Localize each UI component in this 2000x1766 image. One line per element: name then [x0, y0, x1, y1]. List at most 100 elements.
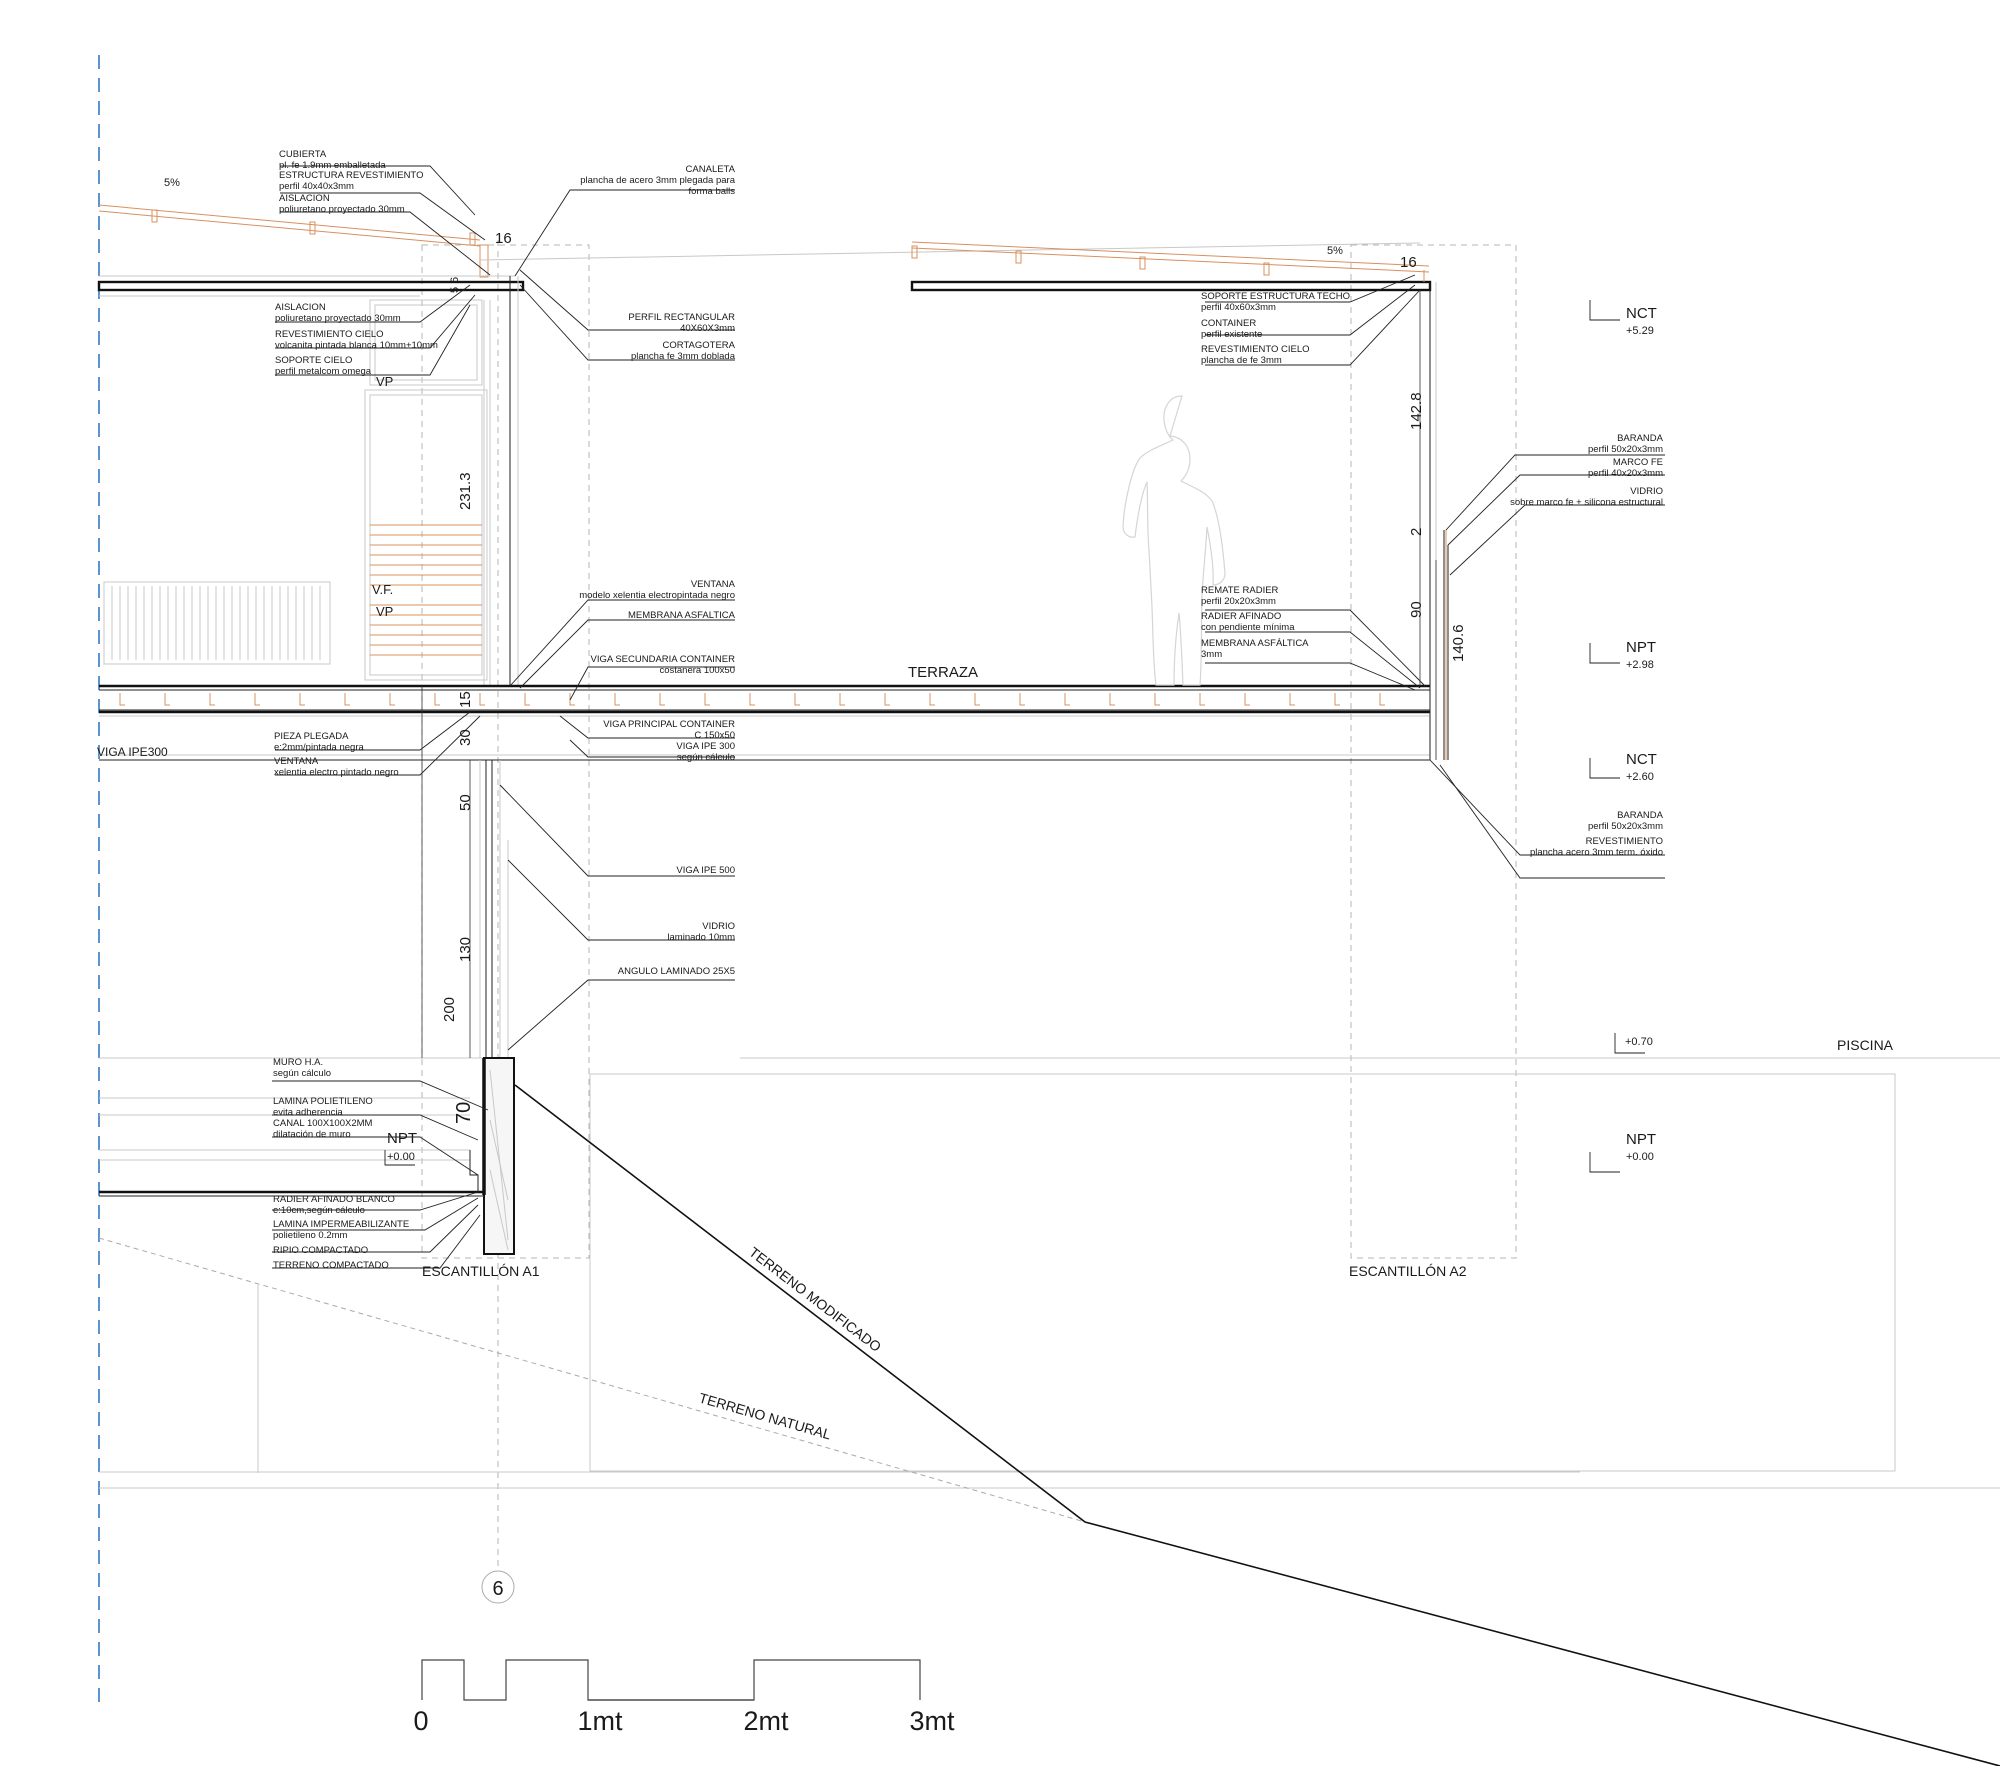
membrana-asfaltica-mid: MEMBRANA ASFALTICA: [628, 610, 736, 621]
perfil-rectangular-desc: 40X60X3mm: [680, 323, 735, 334]
escantillon-a2-frame: [1350, 244, 1517, 1259]
npt-left-value: +0.00: [387, 1151, 415, 1163]
container-title: CONTAINER: [1201, 318, 1256, 329]
baranda-bottom-title: BARANDA: [1617, 810, 1664, 821]
npt-right-name: NPT: [1626, 1131, 1656, 1148]
membrana-asfaltica-right-title: MEMBRANA ASFÁLTICA: [1201, 638, 1309, 649]
soporte-estructura-techo-title: SOPORTE ESTRUCTURA TECHO: [1201, 291, 1350, 302]
aislacion-top-desc: poliuretano proyectado 30mm: [279, 204, 405, 215]
lamina-impermeabilizante-title: LAMINA IMPERMEABILIZANTE: [273, 1219, 409, 1230]
cortagotera-title: CORTAGOTERA: [663, 340, 736, 351]
perfil-rectangular-title: PERFIL RECTANGULAR: [628, 312, 735, 323]
lamina-impermeabilizante-desc: polietileno 0.2mm: [273, 1230, 348, 1241]
pool-outline: [589, 1073, 1896, 1472]
pieza-plegada-title: PIEZA PLEGADA: [274, 731, 349, 742]
npt-left-name: NPT: [387, 1130, 417, 1147]
human-silhouette: [1122, 395, 1226, 686]
revestimiento-cielo-right-desc: plancha de fe 3mm: [1201, 355, 1282, 366]
escantillon-a1-label: ESCANTILLÓN A1: [422, 1263, 540, 1279]
muro-ha-title: MURO H.A.: [273, 1057, 323, 1068]
baranda-top-desc: perfil 50x20x3mm: [1588, 444, 1663, 455]
ripio-label: RIPIO COMPACTADO: [273, 1245, 368, 1256]
ventana-mid-desc: modelo xelentia electropintada negro: [579, 590, 735, 601]
dim-142-8: 142.8: [1408, 392, 1425, 430]
ventana-mid-title: VENTANA: [691, 579, 736, 590]
canaleta-desc-2: forma balls: [689, 186, 736, 197]
dim-200: 200: [441, 997, 458, 1022]
vidrio-right-desc: sobre marco fe + silicona estructural: [1510, 497, 1663, 508]
pieza-plegada-desc: e:2mm/pintada negra: [274, 742, 364, 753]
canaleta-title: CANALETA: [686, 164, 736, 175]
npt-mid-name: NPT: [1626, 639, 1656, 656]
cortagotera-desc: plancha fe 3mm doblada: [631, 351, 736, 362]
dimension-lines: [421, 290, 1437, 1058]
axis-6-label: 6: [492, 1578, 503, 1600]
viga-ipe300-b-desc: según cálculo: [677, 752, 735, 763]
dim-30: 30: [457, 729, 474, 746]
terreno-modificado-line: [514, 1084, 2000, 1766]
revestimiento-cielo-right-title: REVESTIMIENTO CIELO: [1201, 344, 1310, 355]
dim-6: 6: [449, 277, 461, 283]
dim-140-6: 140.6: [1450, 624, 1467, 662]
dim-70: 70: [453, 1102, 475, 1124]
nct-mid-name: NCT: [1626, 751, 1657, 768]
canaleta-desc-1: plancha de acero 3mm plegada para: [580, 175, 735, 186]
roof-right: [910, 241, 1432, 292]
canal-title: CANAL 100X100X2MM: [273, 1118, 373, 1129]
baranda-bottom-desc: perfil 50x20x3mm: [1588, 821, 1663, 832]
dim-231-3: 231.3: [457, 472, 474, 510]
soporte-cielo-title: SOPORTE CIELO: [275, 355, 352, 366]
aislacion-top-title: AISLACION: [279, 193, 330, 204]
viga-ipe500-label: VIGA IPE 500: [676, 865, 735, 876]
dim-130: 130: [457, 937, 474, 962]
radier-afinado-right-title: RADIER AFINADO: [1201, 611, 1281, 622]
estructura-revestimiento-desc: perfil 40x40x3mm: [279, 181, 354, 192]
radiator: [103, 581, 331, 665]
vp-top: VP: [376, 374, 393, 389]
revestimiento-cielo-left-title: REVESTIMIENTO CIELO: [275, 329, 384, 340]
ground-floor-slab: [99, 1097, 484, 1197]
cubierta-title: CUBIERTA: [279, 149, 327, 160]
railing-right: [1443, 530, 1449, 760]
ventana-left-title: VENTANA: [274, 756, 319, 767]
marco-fe-desc: perfil 40x20x3mm: [1588, 468, 1663, 479]
slope-right: 5%: [1327, 245, 1343, 257]
revestimiento-bottom-title: REVESTIMIENTO: [1586, 836, 1663, 847]
scale-bar: [421, 1659, 921, 1701]
vp-bottom: VP: [376, 604, 393, 619]
aislacion-left-desc: poliuretano proyectado 30mm: [275, 313, 401, 324]
revestimiento-bottom-desc: plancha acero 3mm term. óxido: [1530, 847, 1663, 858]
vidrio-laminado-title: VIDRIO: [702, 921, 735, 932]
viga-secundaria-title: VIGA SECUNDARIA CONTAINER: [591, 654, 736, 665]
remate-radier-title: REMATE RADIER: [1201, 585, 1279, 596]
terreno-modificado-label: TERRENO MODIFICADO: [746, 1244, 884, 1355]
muro-ha-desc: según cálculo: [273, 1068, 331, 1079]
radier-afinado-blanco-desc: e:10cm,según cálculo: [273, 1205, 365, 1216]
dim-15: 15: [457, 691, 474, 708]
vf-label: V.F.: [372, 582, 393, 597]
viga-principal-title: VIGA PRINCIPAL CONTAINER: [603, 719, 735, 730]
dim-16-right: 16: [1400, 254, 1417, 271]
interior-left: [103, 299, 488, 681]
pool-level-value: +0.70: [1625, 1036, 1653, 1048]
dim-90: 90: [1408, 601, 1425, 618]
axis-6-bubble: [481, 1570, 515, 1604]
soporte-estructura-techo-desc: perfil 40x60x3mm: [1201, 302, 1276, 313]
slope-left: 5%: [164, 177, 180, 189]
nct-mid-value: +2.60: [1626, 771, 1654, 783]
escantillon-a2-label: ESCANTILLÓN A2: [1349, 1263, 1467, 1279]
canal-desc: dilatación de muro: [273, 1129, 351, 1140]
marco-fe-title: MARCO FE: [1613, 457, 1663, 468]
ventana-left-desc: xelentia electro pintado negro: [274, 767, 399, 778]
terreno-compactado-label: TERRENO COMPACTADO: [273, 1260, 389, 1271]
container-desc: perfil existente: [1201, 329, 1262, 340]
angulo-laminado-label: ANGULO LAMINADO 25X5: [618, 966, 735, 977]
viga-ipe300-label: VIGA IPE300: [97, 745, 168, 759]
dim-50: 50: [457, 794, 474, 811]
lamina-polietileno-desc: evita adherencia: [273, 1107, 343, 1118]
scale-3mt: 3mt: [909, 1706, 955, 1736]
cubierta-desc: pl. fe 1.9mm emballetada: [279, 160, 386, 171]
baranda-top-title: BARANDA: [1617, 433, 1664, 444]
viga-ipe300-b-title: VIGA IPE 300: [676, 741, 735, 752]
